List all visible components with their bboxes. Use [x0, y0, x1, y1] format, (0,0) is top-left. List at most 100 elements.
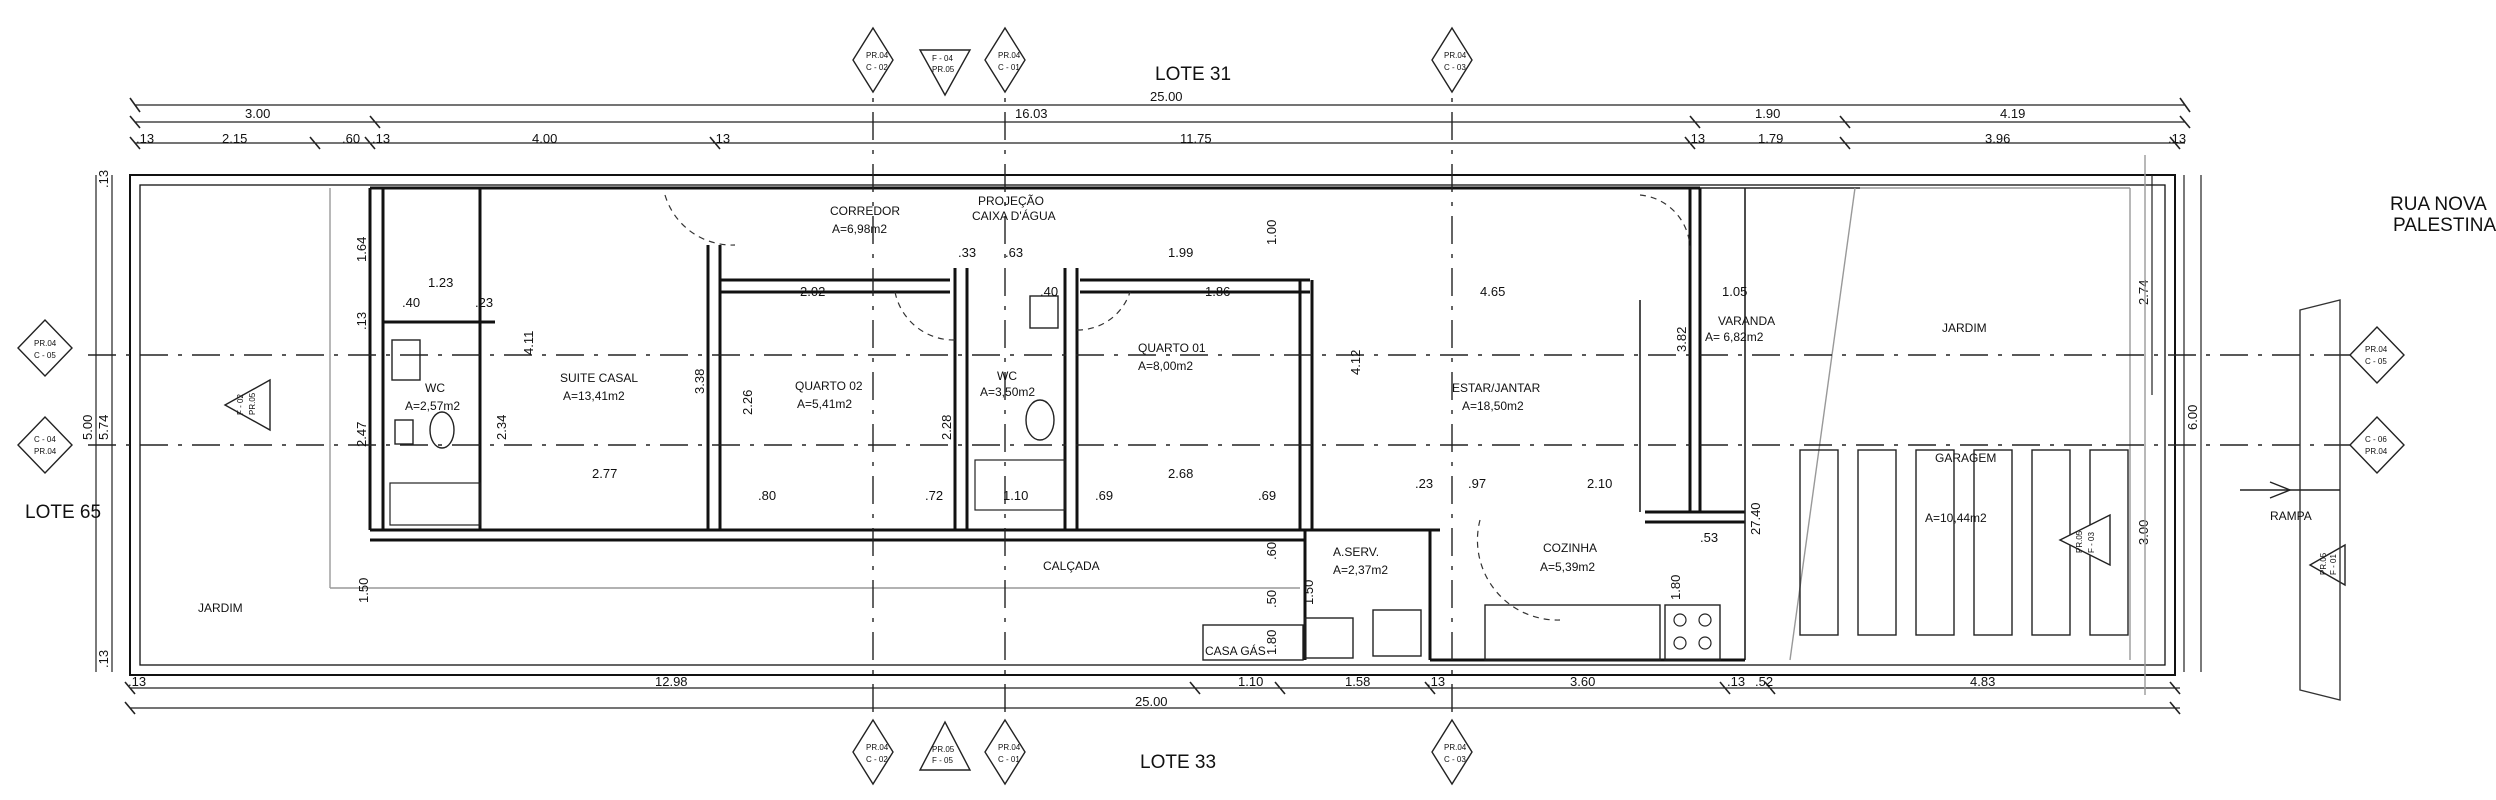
room-wc1-area: A=2,57m2 — [405, 399, 460, 413]
tag-bot: F - 05 — [932, 756, 953, 765]
dim-bot-5: 3.60 — [1570, 674, 1595, 689]
counter-icon — [1484, 604, 1661, 661]
toilet2-icon — [1025, 399, 1055, 441]
shower2-icon — [974, 459, 1066, 511]
dim-left-5.74: 5.74 — [96, 415, 111, 440]
room-quarto2-name: QUARTO 02 — [795, 379, 863, 393]
room-aserv-area: A=2,37m2 — [1333, 563, 1388, 577]
room-corredor-name: CORREDOR — [830, 204, 900, 218]
dim-int: 4.12 — [1348, 350, 1363, 375]
section-axes — [88, 60, 2360, 740]
dim-top2-2: .60 — [342, 131, 360, 146]
dim-int: 1.50 — [1301, 580, 1316, 605]
section-marker-c04-left: C - 04 PR.04 — [17, 415, 73, 475]
dim-top2-8: 1.79 — [1758, 131, 1783, 146]
dim-left-bot: .13 — [96, 650, 111, 668]
room-labels: WC A=2,57m2 SUITE CASAL A=13,41m2 CORRED… — [405, 204, 1996, 577]
dim-top-16.03: 16.03 — [1015, 106, 1048, 121]
dim-int: 1.99 — [1168, 245, 1193, 260]
dim-int: 1.00 — [1264, 220, 1279, 245]
lote-33-label: LOTE 33 — [1140, 752, 1216, 773]
dim-int: 4.65 — [1480, 284, 1505, 299]
tag-bot: C - 01 — [998, 63, 1020, 72]
dim-top-4.19: 4.19 — [2000, 106, 2025, 121]
room-wc1-name: WC — [425, 381, 445, 395]
section-marker-c02-top: PR.04 C - 02 — [852, 26, 894, 94]
shower-icon — [389, 482, 481, 526]
dim-int: .40 — [1040, 284, 1058, 299]
dim-bot-0: .13 — [128, 674, 146, 689]
section-marker-c06-right: C - 06 PR.04 — [2349, 415, 2405, 475]
dim-int: .69 — [1095, 488, 1113, 503]
projections — [329, 155, 2146, 695]
right-dimensions: 6.00 2.74 3.00 — [2136, 175, 2202, 672]
tag-top: F - 02 — [236, 394, 245, 415]
lote-31-label: LOTE 31 — [1155, 64, 1231, 85]
dim-int: 1.23 — [428, 275, 453, 290]
dim-int: 1.05 — [1722, 284, 1747, 299]
dim-int: 2.34 — [494, 415, 509, 440]
tag-top: PR.04 — [866, 743, 889, 752]
toilet-icon — [429, 411, 455, 449]
tag-top: C - 04 — [34, 435, 56, 444]
sink2-icon — [1029, 295, 1059, 329]
dim-int: .50 — [1264, 590, 1279, 608]
top-dimensions: 25.00 3.00 16.03 1.90 4.19 .13 2.15 .60 … — [129, 89, 2191, 150]
dim-int: .23 — [475, 295, 493, 310]
dim-int: 27.40 — [1748, 502, 1763, 535]
washer-icon — [1372, 609, 1422, 657]
walls — [368, 186, 1860, 662]
dim-top2-10: .13 — [2168, 131, 2186, 146]
section-marker-c03-top: PR.04 C - 03 — [1431, 26, 1473, 94]
section-marker-c01-bottom: PR.04 C - 01 — [984, 718, 1026, 786]
site-labels: LOTE 31 LOTE 33 LOTE 65 RUA NOVA PALESTI… — [25, 64, 2496, 773]
room-garagem-area: A=10,44m2 — [1925, 511, 1987, 525]
tag-top: PR.04 — [1444, 51, 1467, 60]
section-markers: PR.04 C - 02 PR.04 C - 01 PR.04 C - 03 F… — [17, 26, 2405, 786]
garage-stripe — [1973, 449, 2013, 636]
toilet-tank-icon — [394, 419, 414, 445]
garage-stripe — [1799, 449, 1839, 636]
dim-int: .13 — [354, 312, 369, 330]
tag-top: PR.04 — [998, 743, 1021, 752]
tag-bot: C - 03 — [1444, 755, 1466, 764]
dim-top2-9: 3.96 — [1985, 131, 2010, 146]
dim-int: 1.10 — [1003, 488, 1028, 503]
dim-right-3.00: 3.00 — [2136, 520, 2151, 545]
garage-stripe — [1857, 449, 1897, 636]
tag-top: PR.05 — [932, 745, 955, 754]
dim-top2-1: 2.15 — [222, 131, 247, 146]
room-cozinha-area: A=5,39m2 — [1540, 560, 1595, 574]
dim-top2-0: .13 — [136, 131, 154, 146]
tag-top: PR.04 — [2365, 345, 2388, 354]
dim-top-3.00: 3.00 — [245, 106, 270, 121]
room-wc2-area: A=3,50m2 — [980, 385, 1035, 399]
tag-top: PR.05 — [2319, 552, 2328, 575]
tag-bot: C - 02 — [866, 755, 888, 764]
dim-int: 2.26 — [740, 390, 755, 415]
tag-bot: C - 02 — [866, 63, 888, 72]
stove-icon — [1664, 604, 1721, 661]
tag-bot: F - 01 — [2329, 554, 2338, 575]
dim-int: 1.80 — [1668, 575, 1683, 600]
room-wc2-name: WC — [997, 369, 1017, 383]
room-garagem-name: GARAGEM — [1935, 451, 1996, 465]
garage-stripe — [1915, 449, 1955, 636]
dim-int: 3.38 — [692, 369, 707, 394]
room-quarto1-area: A=8,00m2 — [1138, 359, 1193, 373]
tag-bot: C - 01 — [998, 755, 1020, 764]
tag-bot: F - 03 — [2087, 532, 2096, 553]
section-marker-c05-left: PR.04 C - 05 — [17, 318, 73, 378]
dim-int: 2.02 — [800, 284, 825, 299]
dim-int: 1.50 — [356, 578, 371, 603]
dim-top-1.90: 1.90 — [1755, 106, 1780, 121]
left-dimensions: 5.00 5.74 .13 .13 — [80, 170, 113, 672]
tag-top: C - 06 — [2365, 435, 2387, 444]
tag-top: F - 04 — [932, 54, 953, 63]
room-corredor-area: A=6,98m2 — [832, 222, 887, 236]
door-swings — [664, 194, 1691, 621]
dim-int: .72 — [925, 488, 943, 503]
dim-bot-7: .52 — [1755, 674, 1773, 689]
dim-int: 1.80 — [1264, 630, 1279, 655]
